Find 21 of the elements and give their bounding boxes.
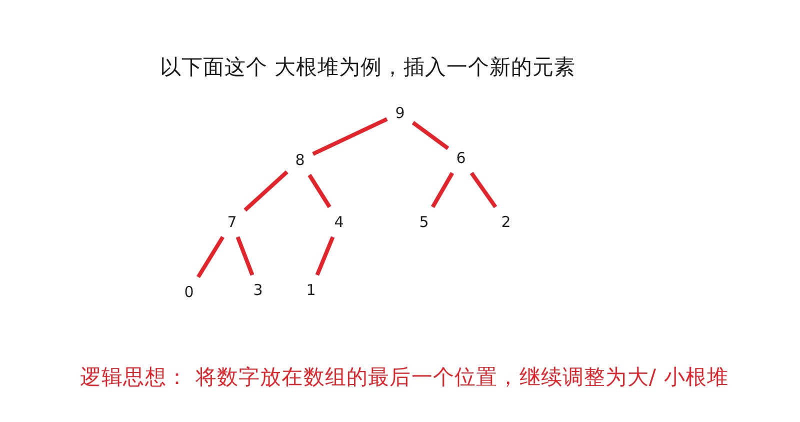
connector-line <box>412 121 450 150</box>
node-value: 8 <box>287 145 313 175</box>
note-text: 逻辑思想： 将数字放在数组的最后一个位置，继续调整为大/ 小根堆 <box>80 364 729 391</box>
connector-line <box>312 117 388 156</box>
connector-line <box>315 236 335 276</box>
node-value: 3 <box>245 275 271 305</box>
node-value: 5 <box>411 207 437 237</box>
node-value: 2 <box>493 207 519 237</box>
title-text: 以下面这个 大根堆为例，插入一个新的元素 <box>160 54 576 81</box>
node-value: 4 <box>326 207 352 237</box>
node-value: 0 <box>176 277 202 307</box>
node-value: 7 <box>219 207 245 237</box>
connector-line <box>430 172 454 208</box>
node-value: 1 <box>298 275 324 305</box>
connector-line <box>236 236 254 276</box>
connector-line <box>196 236 224 278</box>
node-value: 6 <box>448 143 474 173</box>
connector-line <box>470 172 498 208</box>
connector-line <box>308 174 332 208</box>
node-value: 9 <box>387 98 413 128</box>
connector-line <box>244 170 288 212</box>
